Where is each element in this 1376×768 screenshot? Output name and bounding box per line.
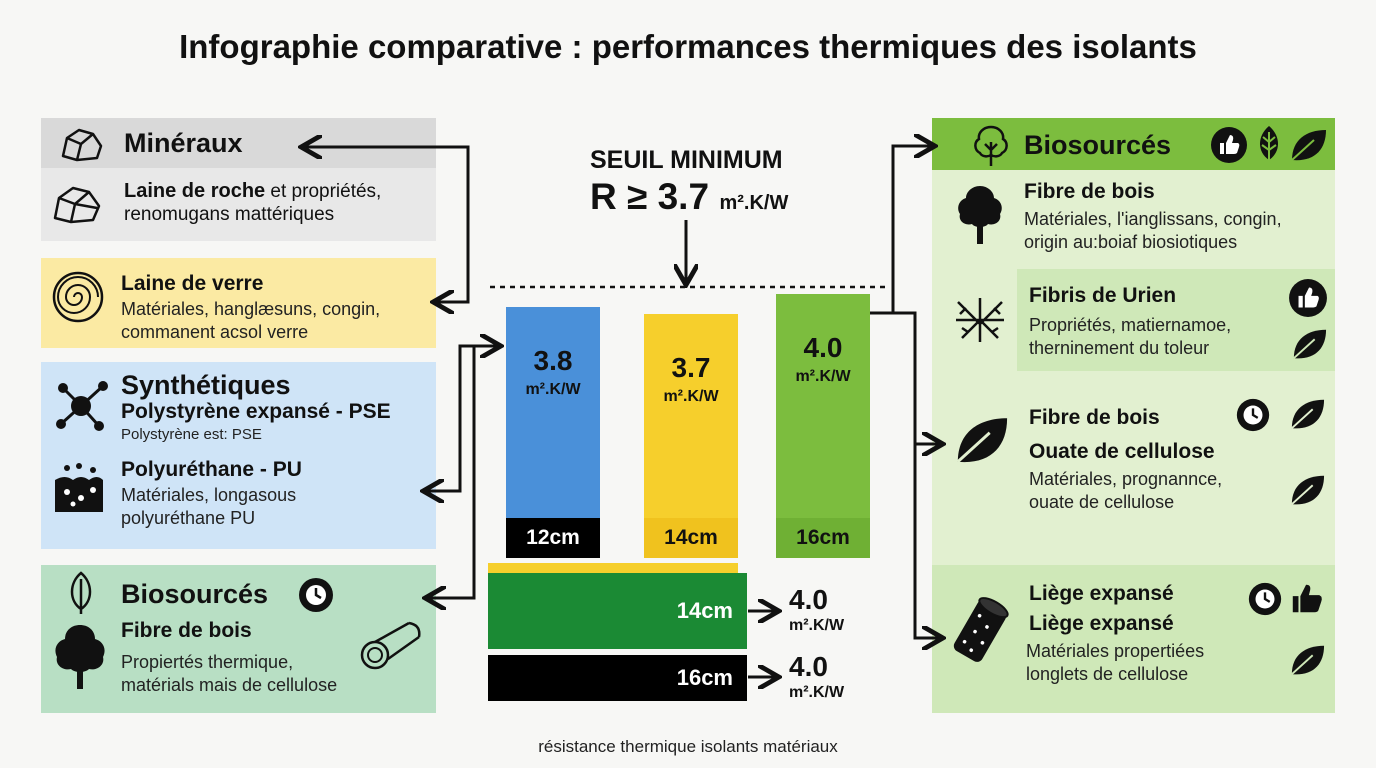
laine-de-verre-title: Laine de verre: [121, 272, 264, 295]
threshold-unit: m².K/W: [719, 192, 789, 214]
biosources-left-title: Biosourcés: [121, 579, 269, 609]
hbar-thickness-label: 14cm: [676, 598, 733, 623]
fibre-de-bois-line1: Matériales, l'ianglissans, congin,: [1024, 209, 1282, 229]
mineraux-item: Laine de roche et propriétés, renomugans…: [124, 180, 381, 226]
leaf-icon: [1291, 130, 1326, 161]
liege-line1: Matériales propertiées: [1026, 641, 1205, 661]
ouate-title1: Fibre de bois: [1029, 406, 1160, 429]
bar-unit-label: m².K/W: [525, 381, 581, 398]
laine-de-verre-panel: Laine de verre Matériales, hanglæsuns, c…: [41, 258, 436, 348]
leaf-icon: [1291, 475, 1325, 505]
bar-value-label: 4.0: [803, 332, 843, 363]
hbar-unit-label: m².K/W: [789, 684, 845, 701]
hbar-thickness-label: 16cm: [676, 665, 733, 690]
bar-base-strip: [488, 563, 738, 575]
fiber-icon: [956, 298, 1004, 342]
bar-14cm: 3.7 m².K/W 14cm: [644, 314, 738, 558]
ouate-desc: Matériales, prognannce, ouate de cellulo…: [1029, 468, 1222, 514]
rock-icon: [53, 186, 101, 224]
bar-thickness-label: 16cm: [776, 518, 870, 558]
fibris-line2: therninement du toleur: [1029, 338, 1210, 358]
bar-16cm: 4.0 m².K/W 16cm: [776, 294, 870, 558]
thumbs-up-icon: [1289, 279, 1327, 317]
tree-icon: [958, 186, 1002, 244]
wood-log-icon: [360, 621, 421, 670]
threshold-label: SEUIL MINIMUM: [590, 146, 783, 174]
pu-line2: polyuréthane PU: [121, 508, 256, 528]
biosources-left-panel: Biosourcés Fibre de bois Propiertés ther…: [41, 565, 436, 713]
bar-value-label: 3.8: [533, 345, 573, 376]
gear-clock-icon: [1236, 398, 1270, 432]
hbar-value-label: 4.0: [789, 651, 828, 682]
bar-unit-label: m².K/W: [663, 388, 719, 405]
thumbs-up-icon: [1292, 584, 1322, 613]
fibre-de-bois-line2: origin au:boiaf biosiotiques: [1024, 232, 1238, 252]
leaf-icon: [1291, 399, 1325, 429]
biosources-left-line2: matérials mais de cellulose: [121, 675, 338, 695]
pu-desc: Matériales, longasous polyuréthane PU: [121, 484, 296, 530]
biosources-right-title: Biosourcés: [1024, 130, 1172, 160]
pse-title: Polystyrène expansé - PSE: [121, 400, 391, 423]
mineraux-panel: Minéraux Laine de roche et propriétés, r…: [41, 118, 436, 241]
mineraux-item-line2: renomugans mattériques: [124, 204, 335, 225]
bar-unit-label: m².K/W: [795, 368, 851, 385]
tree-outline-icon: [974, 125, 1008, 166]
biosources-left-line1: Propiertés thermique,: [121, 652, 294, 672]
leaf-icon: [956, 418, 1008, 463]
fibris-title: Fibris de Urien: [1029, 284, 1177, 307]
liege-title2: Liège expansé: [1029, 612, 1174, 635]
pu-line1: Matériales, longasous: [121, 485, 297, 505]
gear-clock-icon: [299, 578, 333, 612]
mineraux-item-rest: et propriétés,: [265, 181, 382, 202]
hbar-14cm: 14cm: [488, 573, 747, 649]
fibre-de-bois-desc: Matériales, l'ianglissans, congin, origi…: [1024, 208, 1282, 254]
foam-icon: [55, 463, 103, 512]
biosources-left-desc: Propiertés thermique, matérials mais de …: [121, 651, 337, 697]
fibre-de-bois-title: Fibre de bois: [1024, 180, 1155, 203]
liege-desc: Matériales propertiées longlets de cellu…: [1026, 640, 1204, 686]
bar-thickness-label: 14cm: [644, 518, 738, 558]
ouate-title2: Ouate de cellulose: [1029, 440, 1215, 463]
laine-de-roche-label: Laine de roche: [124, 180, 266, 202]
leaf-icon: [1293, 329, 1327, 359]
fibris-desc: Propriétés, matiernamoe, therninement du…: [1029, 314, 1231, 360]
bar-thickness-label: 12cm: [506, 518, 600, 558]
page-title: Infographie comparative : performances t…: [179, 28, 1197, 65]
tree-icon: [55, 625, 105, 689]
threshold-value: R ≥ 3.7: [590, 176, 710, 217]
footer-caption: résistance thermique isolants matériaux: [538, 737, 838, 756]
leaf-vein-icon: [1260, 126, 1278, 165]
laine-de-verre-line1: Matériales, hanglæsuns, congin,: [121, 299, 381, 319]
synthetiques-title: Synthétiques: [121, 370, 291, 400]
liege-line2: longlets de cellulose: [1026, 664, 1189, 684]
hbar-16cm: 16cm: [488, 655, 747, 701]
mineraux-title: Minéraux: [124, 128, 243, 158]
ouate-line2: ouate de cellulose: [1029, 492, 1175, 512]
laine-de-verre-line2: commanent acsol verre: [121, 322, 309, 342]
bar-value-label: 3.7: [671, 352, 711, 383]
threshold-value-row: R ≥ 3.7 m².K/W: [590, 176, 788, 218]
leaf-icon: [1291, 645, 1325, 675]
cork-icon: [953, 597, 1009, 662]
gear-clock-icon: [1248, 582, 1282, 616]
laine-de-verre-desc: Matériales, hanglæsuns, congin, commanen…: [121, 298, 380, 344]
synthetiques-panel: Synthétiques Polystyrène expansé - PSE P…: [41, 362, 436, 549]
pse-subtitle: Polystyrène est: PSE: [121, 426, 262, 443]
hbar-value-label: 4.0: [789, 584, 828, 615]
thumbs-up-icon: [1211, 127, 1247, 163]
bar-12cm: 3.8 m².K/W 12cm: [506, 307, 600, 558]
fibris-line1: Propriétés, matiernamoe,: [1029, 315, 1232, 335]
ouate-line1: Matériales, prognannce,: [1029, 469, 1223, 489]
biosources-right-panel: Biosourcés Fibre de bois Matériales, l'i…: [932, 118, 1335, 713]
leaf-icon: [70, 571, 92, 614]
hbar-unit-label: m².K/W: [789, 617, 845, 634]
molecule-icon: [56, 381, 108, 431]
liege-title1: Liège expansé: [1029, 582, 1174, 605]
pu-title: Polyuréthane - PU: [121, 458, 302, 481]
biosources-left-sub: Fibre de bois: [121, 619, 252, 642]
wool-roll-icon: [52, 271, 104, 323]
fibris-card: [1017, 269, 1335, 371]
rock-icon: [61, 128, 103, 162]
